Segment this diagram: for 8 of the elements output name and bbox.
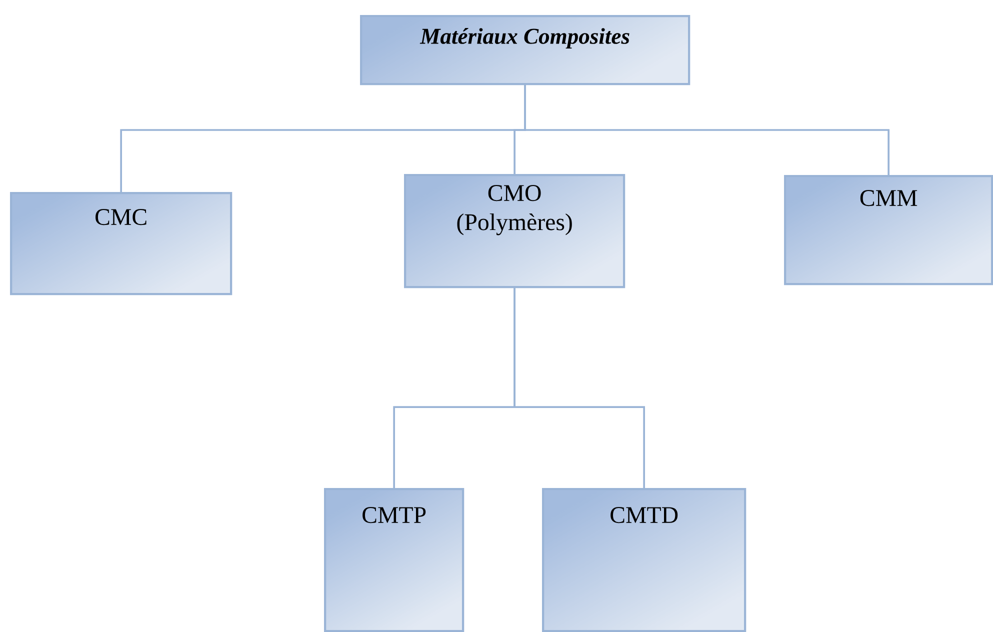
category-box: CMC (10, 192, 232, 296)
category-box: CMTD (542, 488, 746, 632)
connector-line (514, 288, 645, 488)
category-box: CMM (784, 174, 993, 286)
title-box: Matériaux Composites (360, 14, 690, 86)
category-box: CMTP (324, 488, 464, 632)
category-box: CMO (Polymères) (404, 174, 626, 288)
connector-line (524, 85, 890, 175)
